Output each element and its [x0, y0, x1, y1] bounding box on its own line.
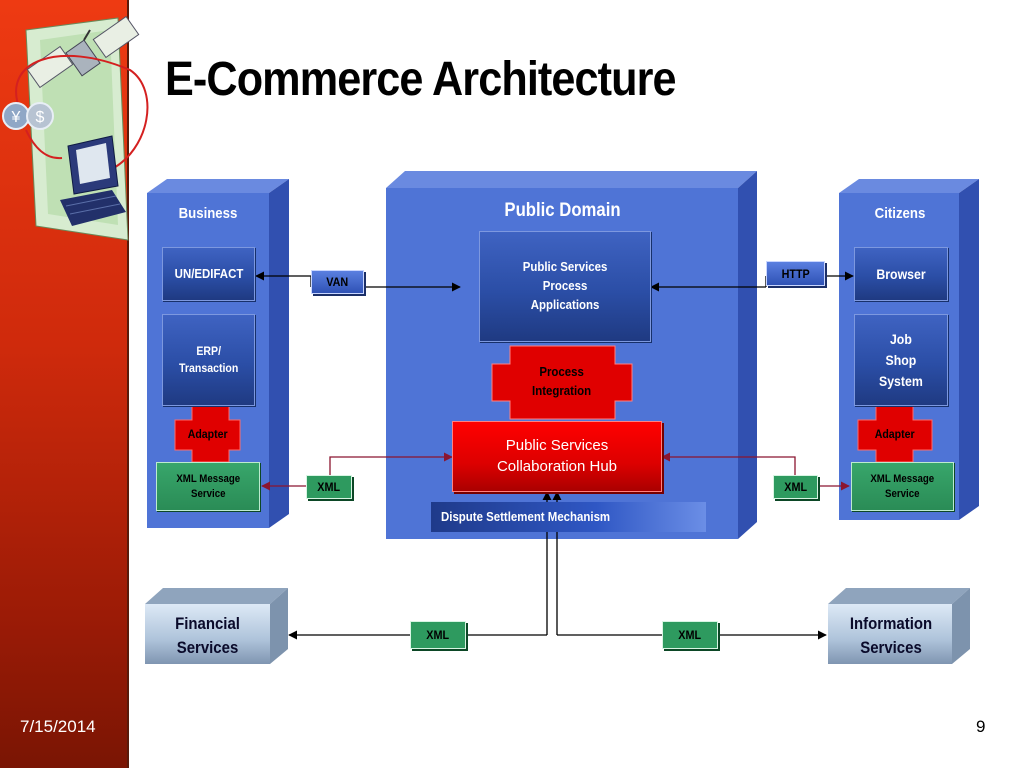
browser-label: Browser [876, 265, 926, 282]
process-applications-box: Public Services Process Applications [479, 231, 651, 342]
erp-transaction-label: ERP/ Transaction [178, 343, 239, 375]
business-adapter-box: Adapter [175, 421, 240, 449]
slide-date: 7/15/2014 [20, 717, 96, 736]
public-domain-label: Public Domain [504, 200, 621, 221]
dispute-settlement-bar: Dispute Settlement Mechanism [431, 502, 706, 532]
xml-connector-lines [261, 452, 850, 491]
job-shop-system-label: Job Shop System [879, 330, 923, 389]
citizens-xml-service-box: XML Message Service [851, 462, 954, 511]
xml-tag-right-label: XML [784, 480, 807, 494]
currency-icon: ¥ $ [2, 102, 63, 160]
http-label: HTTP [781, 266, 810, 281]
xml-tag-bottom-left: XML [410, 621, 466, 649]
xml-tag-right: XML [773, 475, 818, 499]
xml-tag-bottom-left-label: XML [426, 628, 450, 642]
financial-services-label: Financial Services [175, 614, 240, 657]
citizens-adapter-label: Adapter [875, 427, 915, 442]
citizens-adapter-box: Adapter [858, 421, 932, 449]
process-integration-shape [491, 345, 633, 420]
computer-icon [60, 135, 126, 226]
information-services-label: Information Services [849, 614, 933, 657]
un-edifact-label: UN/EDIFACT [174, 265, 243, 281]
page-number: 9 [976, 717, 986, 736]
un-edifact-box: UN/EDIFACT [162, 247, 255, 301]
business-label: Business [178, 205, 238, 222]
information-services-shape [828, 588, 970, 664]
browser-box: Browser [854, 247, 948, 301]
citizens-xml-service-label: XML Message Service [870, 472, 935, 500]
van-label: VAN [326, 275, 349, 289]
collaboration-hub-label: Public Services Collaboration Hub [496, 437, 618, 475]
financial-services-shape [145, 588, 288, 664]
process-applications-label: Public Services Process Applications [522, 259, 608, 312]
svg-text:$: $ [36, 109, 45, 126]
ecommerce-clipart: ¥ $ [2, 15, 149, 241]
job-shop-system-box: Job Shop System [854, 314, 948, 406]
xml-tag-left-label: XML [317, 480, 341, 494]
business-xml-service-label: XML Message Service [176, 472, 240, 500]
business-xml-service-box: XML Message Service [156, 462, 260, 511]
http-tag: HTTP [766, 261, 825, 286]
xml-tag-left: XML [306, 475, 352, 499]
svg-text:¥: ¥ [11, 109, 21, 126]
dispute-settlement-label: Dispute Settlement Mechanism [441, 508, 611, 524]
collaboration-hub-box: Public Services Collaboration Hub [452, 421, 662, 492]
process-integration-box: Process Integration [492, 362, 632, 402]
business-adapter-label: Adapter [187, 427, 228, 442]
process-integration-label: Process Integration [532, 364, 592, 398]
xml-tag-bottom-right-label: XML [678, 628, 702, 642]
satellite-icon [26, 15, 140, 89]
xml-tag-bottom-right: XML [662, 621, 718, 649]
orbit-arrow [15, 55, 149, 171]
erp-transaction-box: ERP/ Transaction [162, 314, 255, 406]
citizens-label: Citizens [874, 205, 926, 222]
sidebar-divider [127, 0, 129, 768]
slide-title: E-Commerce Architecture [165, 53, 677, 106]
van-tag: VAN [311, 270, 364, 294]
